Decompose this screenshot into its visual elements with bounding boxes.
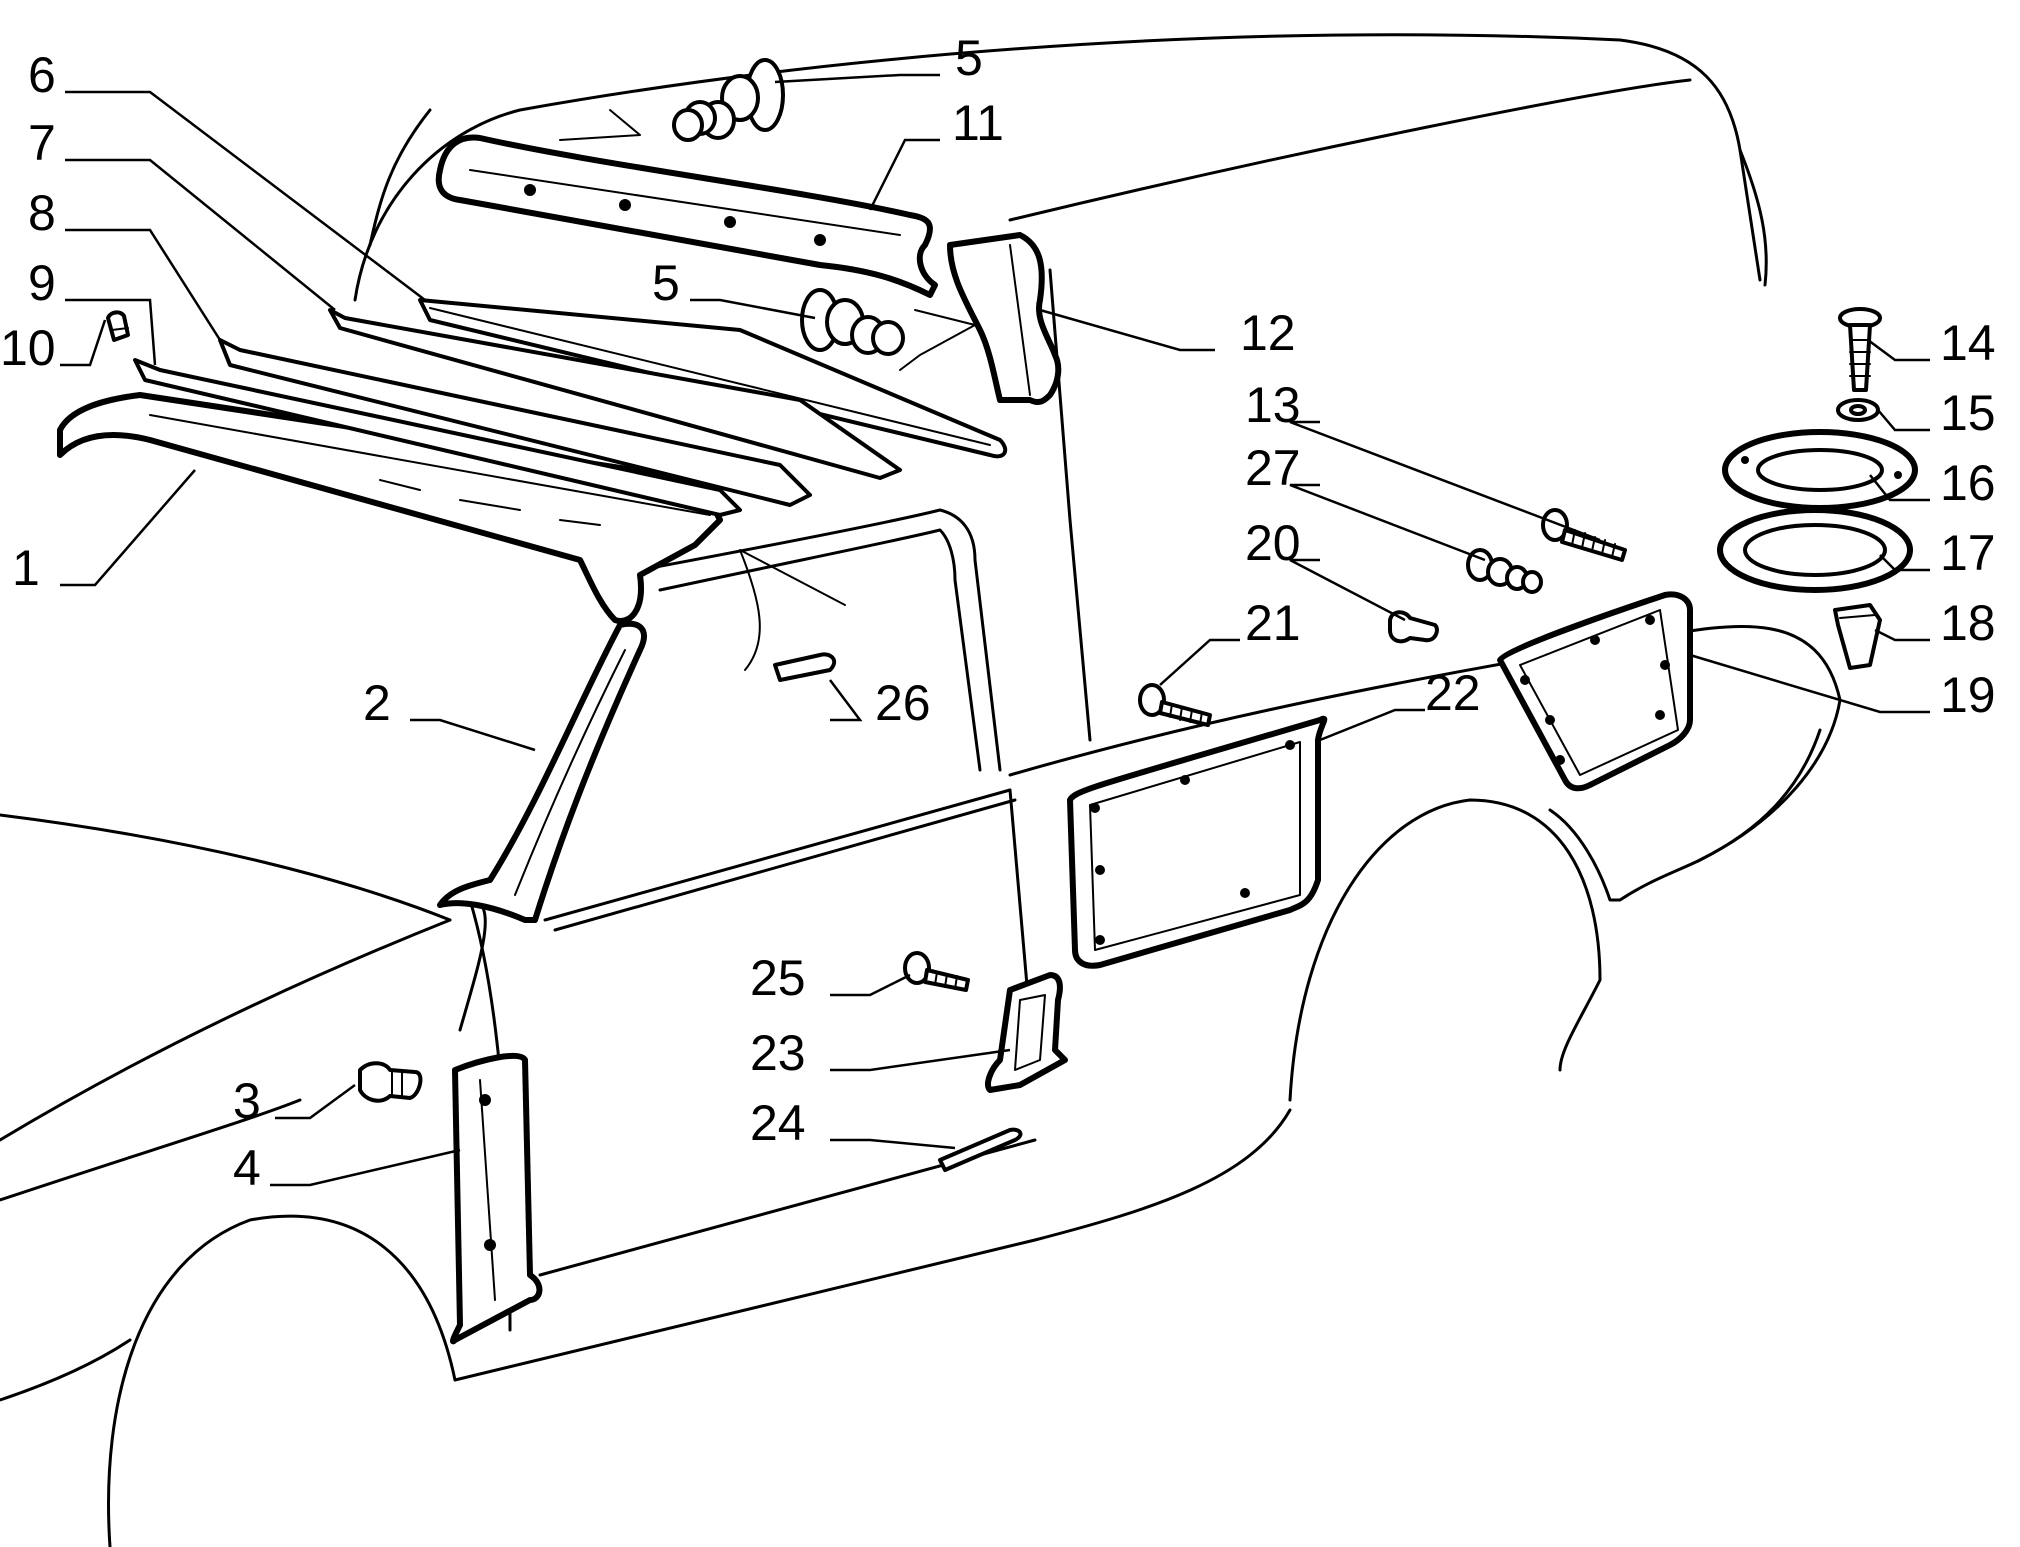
callout-19: 19 — [1940, 667, 1996, 723]
callout-14: 14 — [1940, 315, 1996, 371]
callout-5-lower: 5 — [652, 255, 680, 311]
part-6-roof-channel-strip — [418, 298, 1008, 459]
callout-15: 15 — [1940, 385, 1996, 441]
part-23-bracket — [985, 972, 1068, 1093]
callout-12: 12 — [1240, 305, 1296, 361]
callout-2: 2 — [363, 675, 391, 731]
callout-1: 1 — [12, 540, 40, 596]
part-13-screw — [1541, 508, 1627, 562]
callout-6: 6 — [28, 47, 56, 103]
callout-26: 26 — [875, 675, 931, 731]
part-3-clip — [358, 1061, 423, 1103]
part-9-thin-molding — [133, 358, 742, 517]
callout-3: 3 — [233, 1073, 261, 1129]
callout-27: 27 — [1245, 440, 1301, 496]
part-14-screw — [1838, 307, 1882, 392]
callout-10: 10 — [0, 320, 56, 376]
callout-21: 21 — [1245, 595, 1301, 651]
callout-8: 8 — [28, 185, 56, 241]
part-26-hook — [739, 549, 846, 682]
part-17-gasket — [1717, 507, 1913, 593]
part-5-push-clip-lower — [800, 288, 976, 371]
part-8-inner-molding — [218, 338, 812, 507]
part-21-screw — [1138, 683, 1212, 727]
callout-23: 23 — [750, 1025, 806, 1081]
callout-17: 17 — [1940, 525, 1996, 581]
callout-16: 16 — [1940, 455, 1996, 511]
callout-18: 18 — [1940, 595, 1996, 651]
callout-4: 4 — [233, 1140, 261, 1196]
part-19-side-panel-rear — [1497, 591, 1693, 792]
leader-lines — [60, 73, 1930, 1187]
part-11-rear-header-trim — [435, 134, 938, 298]
part-1-roof-front-molding — [57, 392, 723, 624]
part-4-pillar-lower-trim — [449, 1052, 543, 1345]
callout-11: 11 — [952, 95, 1004, 151]
part-16-bezel — [1722, 429, 1918, 511]
callout-24: 24 — [750, 1095, 806, 1151]
part-5-push-clip-upper — [559, 58, 785, 142]
part-10-screw — [106, 310, 130, 342]
part-25-screw — [903, 951, 970, 992]
callout-25: 25 — [750, 950, 806, 1006]
part-7-roof-weatherstrip — [328, 308, 902, 480]
part-15-washer — [1836, 398, 1880, 422]
part-18-clip-nut — [1833, 603, 1882, 670]
callout-13: 13 — [1245, 377, 1301, 433]
callout-7: 7 — [28, 115, 56, 171]
part-24-trim-end-piece — [938, 1127, 1023, 1172]
callout-labels: 1 2 3 4 5 5 6 7 8 9 10 11 12 13 14 15 16… — [0, 30, 1996, 1196]
part-27-push-clip — [1466, 548, 1543, 594]
callout-20: 20 — [1245, 515, 1301, 571]
callout-5-upper: 5 — [955, 30, 983, 86]
part-2-a-pillar-trim — [437, 620, 647, 923]
callout-9: 9 — [28, 255, 56, 311]
part-22-side-panel-front — [1067, 715, 1328, 969]
part-12-c-pillar-trim — [947, 232, 1062, 406]
callout-22: 22 — [1425, 665, 1481, 721]
